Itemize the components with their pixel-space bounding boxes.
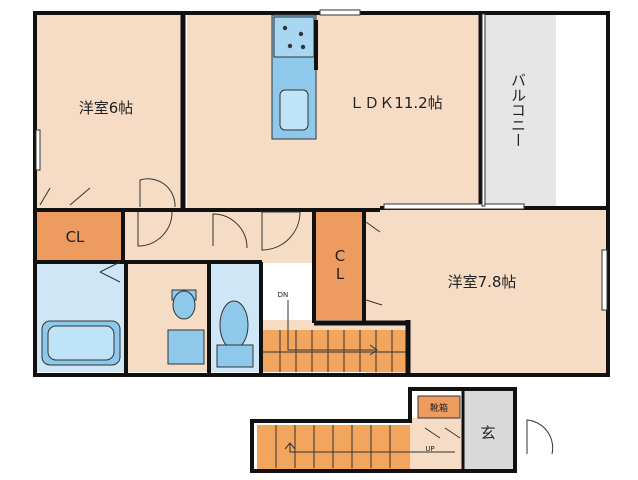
- shoe-cabinet: [417, 395, 461, 419]
- ldk-floor: [187, 15, 480, 208]
- windows: [35, 9, 608, 311]
- stair-label-down: DN: [278, 291, 289, 299]
- entrance-hall-floor: [410, 418, 463, 469]
- washbasin-icon: [167, 329, 205, 365]
- burner-icon: [287, 43, 293, 49]
- balcony-floor: [482, 15, 556, 208]
- stair-up-lines: [275, 425, 455, 468]
- room-label-entrance: 玄: [480, 424, 495, 442]
- genkan-floor: [463, 390, 513, 469]
- room-label-closet-left: CL: [66, 228, 85, 246]
- room-label-closet-center-l: L: [336, 265, 345, 283]
- sink-icon: [279, 89, 309, 131]
- room-label-western-6: 洋室6帖: [79, 99, 134, 117]
- door-shoe: [424, 427, 461, 439]
- stair-down-treads: [262, 330, 406, 372]
- closet-center: [316, 212, 364, 322]
- burner-icon: [282, 25, 288, 31]
- stair-down-lines: [262, 300, 406, 372]
- vanity-icon: [216, 344, 254, 368]
- room-label-western-78: 洋室7.8帖: [448, 273, 517, 291]
- burner-icon: [300, 44, 306, 50]
- toilet-bowl-icon: [172, 290, 196, 320]
- western-room-6-floor: [37, 15, 183, 208]
- room-label-ldk: ＬＤＫ11.2帖: [349, 94, 442, 112]
- cabinet-label-shoes: 靴箱: [430, 402, 448, 414]
- room-label-closet-center-c: C: [335, 247, 345, 265]
- doors: [39, 178, 554, 455]
- hallway-floor: [123, 210, 315, 263]
- burner-icon: [298, 31, 304, 37]
- room-label-balcony: バルコニー: [509, 73, 527, 148]
- lower-walls: [250, 387, 517, 473]
- stove-top: [273, 16, 315, 58]
- sink-basin-icon: [219, 300, 249, 350]
- stair-label-up: UP: [425, 445, 434, 453]
- closet-left: [37, 212, 123, 260]
